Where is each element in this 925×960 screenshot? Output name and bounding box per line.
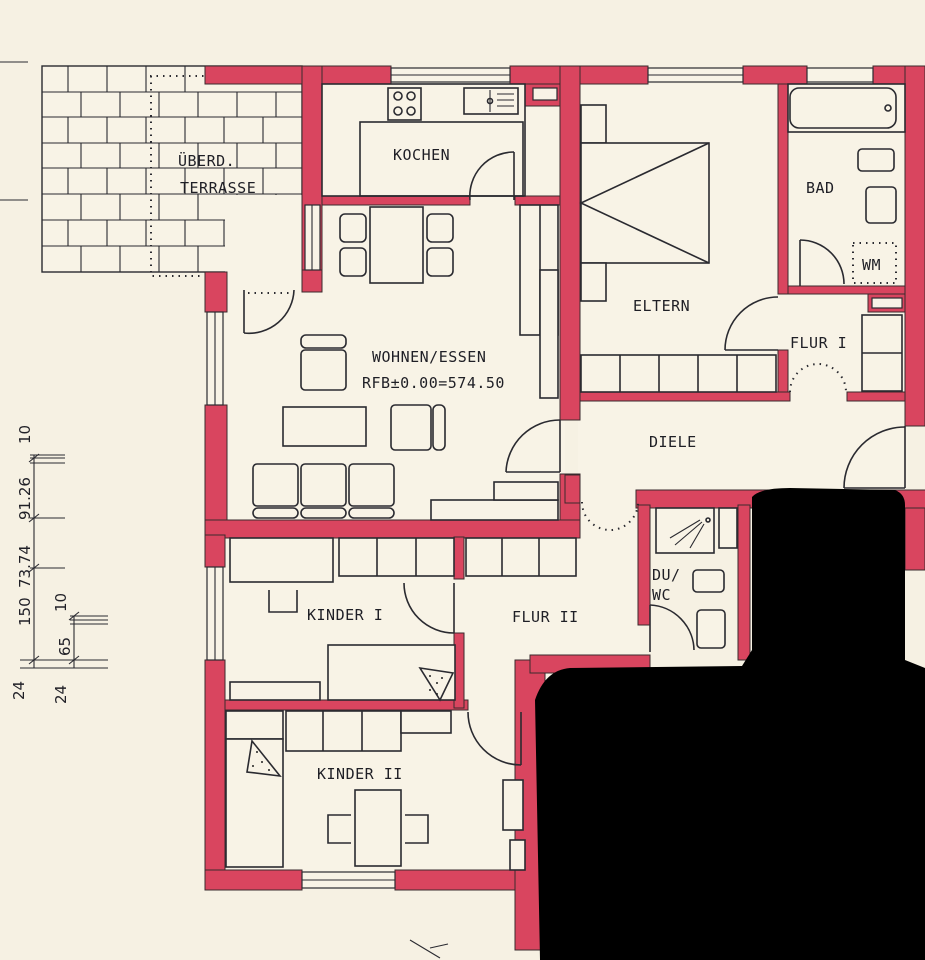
dimension-label: 73.74 [16,545,34,588]
room-label-shower: WC [652,586,671,604]
child-room-1: KINDER I [229,537,456,702]
room-label-hall-1: FLUR I [790,334,847,352]
room-label-child-2: KINDER II [317,765,403,783]
room-label-parents: ELTERN [633,297,690,315]
hall-2: FLUR II [465,537,579,626]
dimension-label: 24 [10,681,28,700]
dimension-label: 91.26 [16,477,34,520]
washer-label: WM [862,256,881,274]
room-label-hall-2: FLUR II [512,608,579,626]
hall-1: FLUR I [789,293,906,393]
kitchen: KOCHEN [321,83,526,201]
dimension-chain: 24 150 73.74 91.26 10 24 65 10 [0,61,108,704]
pencil-mark [409,939,449,959]
bathroom: BAD WM [787,83,906,286]
room-label-terrace: ÜBERD. [178,151,235,170]
dimension-label: 65 [56,637,74,656]
room-label-living: WOHNEN/ESSEN [372,348,486,366]
redacted-area [535,488,925,960]
room-label-shower: DU/ [652,566,681,584]
dimension-label: 10 [52,593,70,612]
floor-level-label: RFB±0.00=574.50 [362,374,505,392]
walls [204,65,925,951]
child-room-2: KINDER II [225,710,526,871]
parents-bedroom: ELTERN [579,104,779,393]
room-label-diele: DIELE [649,433,697,451]
room-label-terrace: TERRASSE [180,179,256,197]
room-label-kitchen: KOCHEN [393,146,450,164]
dimension-label: 24 [52,685,70,704]
diele: DIELE [581,426,906,531]
dimension-label: 150 [16,597,34,626]
dimension-label: 10 [16,425,34,444]
shower-wc: DU/ WC [649,507,738,652]
room-label-child-1: KINDER I [307,606,383,624]
room-label-bath: BAD [806,179,835,197]
living-dining: WOHNEN/ESSEN RFB±0.00=574.50 [243,204,561,521]
windows [206,67,874,889]
